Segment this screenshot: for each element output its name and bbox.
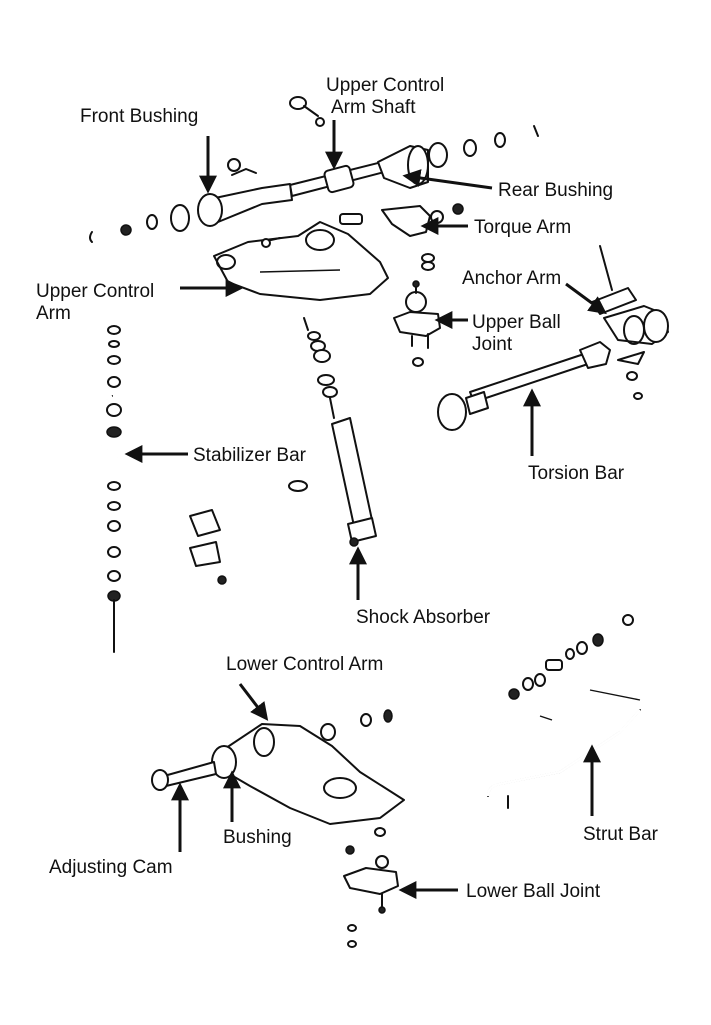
label-anchor-arm: Anchor Arm bbox=[462, 268, 561, 289]
arrow-rear-bushing bbox=[402, 169, 493, 190]
label-lower-ball-joint: Lower Ball Joint bbox=[466, 881, 601, 902]
label-upper-ball-joint-line2: Joint bbox=[472, 334, 513, 355]
label-rear-bushing: Rear Bushing bbox=[498, 180, 613, 201]
lower-ball-joint-part bbox=[343, 845, 399, 948]
label-lower-control-arm: Lower Control Arm bbox=[226, 654, 383, 675]
shock-absorber-part bbox=[303, 317, 377, 547]
anchor-arm-part bbox=[591, 245, 669, 400]
torque-arm-part bbox=[339, 203, 464, 237]
shaft-bolt bbox=[289, 96, 325, 127]
label-upper-control-arm-shaft-line2: Arm Shaft bbox=[331, 97, 416, 118]
label-adjusting-cam: Adjusting Cam bbox=[49, 857, 173, 878]
rear-bushing-part bbox=[377, 125, 539, 189]
upper-ball-joint-part bbox=[393, 280, 441, 367]
label-strut-bar: Strut Bar bbox=[583, 824, 659, 845]
arrow-lower-control-arm bbox=[238, 683, 269, 721]
label-torque-arm: Torque Arm bbox=[474, 217, 571, 238]
callout-labels: Upper Control Arm Shaft Front Bushing Re… bbox=[36, 75, 659, 902]
lower-control-arm-part bbox=[151, 709, 405, 837]
upper-control-arm-part bbox=[213, 221, 435, 301]
label-torsion-bar: Torsion Bar bbox=[528, 463, 625, 484]
label-upper-control-arm-shaft-line1: Upper Control bbox=[326, 75, 444, 96]
callout-arrows bbox=[124, 120, 607, 899]
shaft-collar bbox=[323, 164, 355, 194]
arrow-anchor-arm bbox=[565, 282, 607, 315]
front-bushing-part bbox=[89, 158, 293, 243]
label-shock-absorber: Shock Absorber bbox=[356, 607, 491, 628]
label-stabilizer-bar: Stabilizer Bar bbox=[193, 445, 307, 466]
label-bushing: Bushing bbox=[223, 827, 292, 848]
stabilizer-bar-part bbox=[88, 325, 308, 653]
label-front-bushing: Front Bushing bbox=[80, 106, 198, 127]
label-upper-control-arm-line2: Arm bbox=[36, 303, 71, 324]
torsion-bar-part bbox=[437, 341, 611, 431]
label-upper-ball-joint-line1: Upper Ball bbox=[472, 312, 561, 333]
label-upper-control-arm-line1: Upper Control bbox=[36, 281, 154, 302]
strut-bar-part bbox=[486, 614, 641, 809]
